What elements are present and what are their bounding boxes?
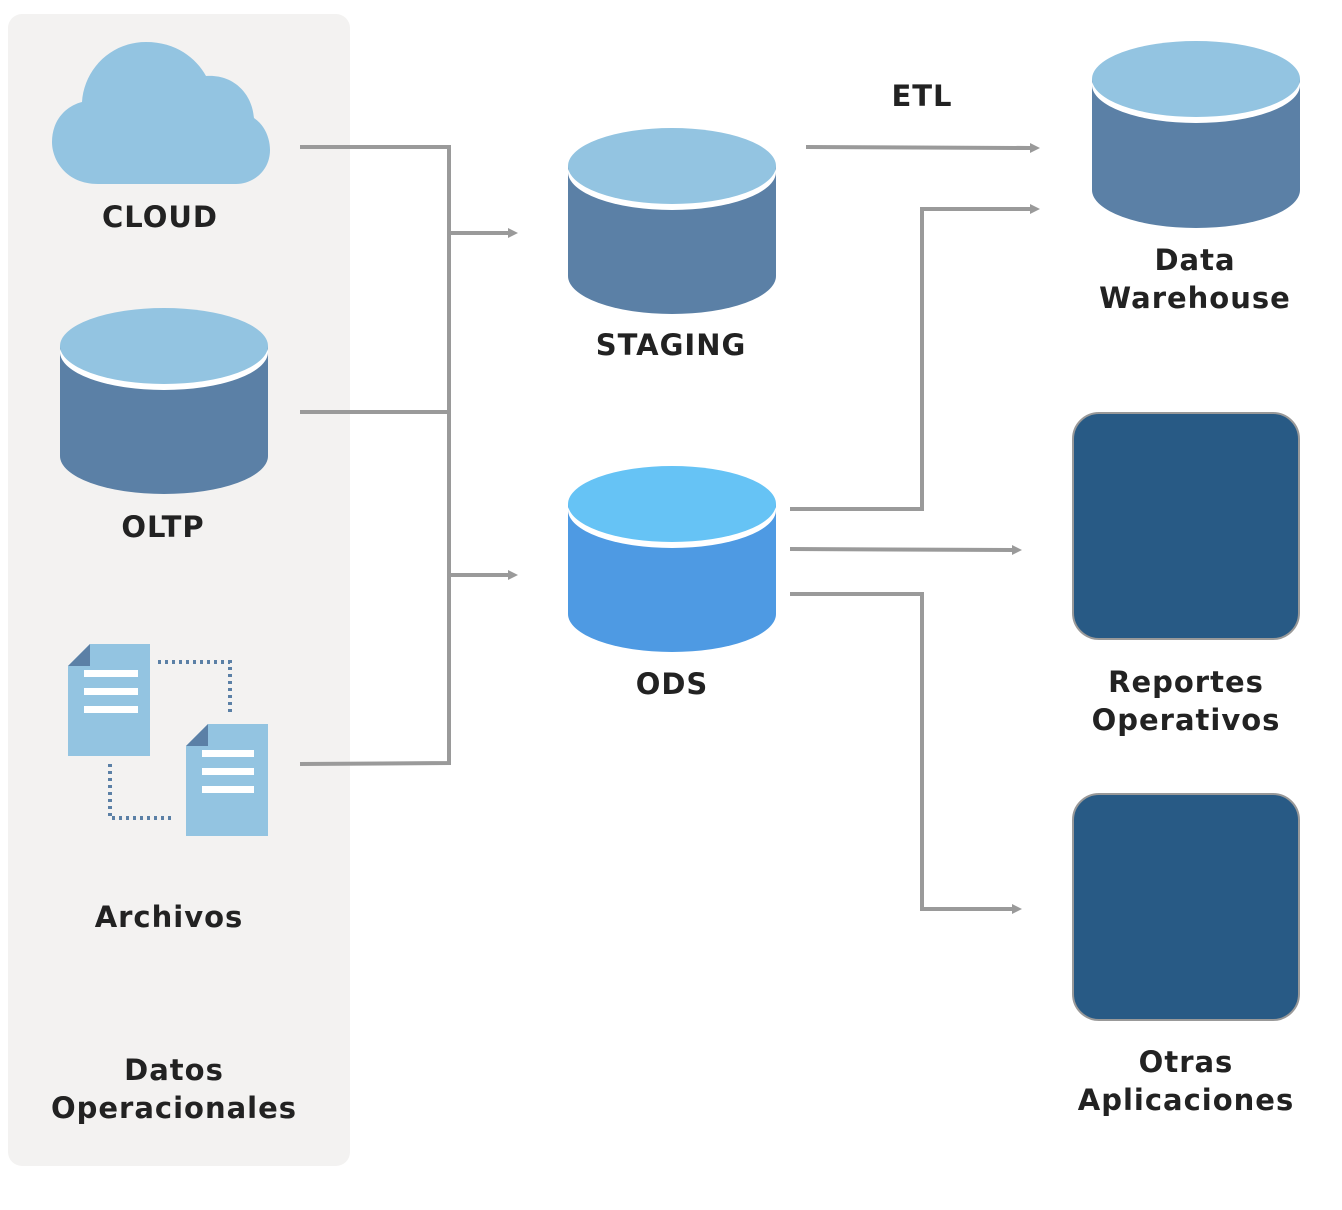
ods-to-otras-arrow [790, 592, 1022, 914]
cloud-connector [299, 145, 451, 766]
ods-connectors [789, 204, 1040, 914]
reportes-label-line2: Operativos [1092, 703, 1281, 737]
operational-data-panel [8, 14, 350, 1166]
staging-label: STAGING [596, 328, 747, 362]
oltp-label: OLTP [121, 510, 204, 544]
reportes-operativos-box [1072, 412, 1300, 640]
otras-aplicaciones-box [1072, 793, 1300, 1021]
ods-to-dw-arrow [790, 204, 1040, 511]
dw-label-line2: Warehouse [1099, 281, 1291, 315]
ods-database-icon [568, 466, 776, 652]
panel-title-line2: Operacionales [51, 1091, 297, 1125]
otras-label-line2: Aplicaciones [1078, 1083, 1294, 1117]
source-connectors [299, 145, 518, 766]
otras-label-line1: Otras [1139, 1045, 1234, 1079]
oltp-database-icon [60, 308, 268, 494]
cloud-label: CLOUD [102, 200, 218, 234]
dw-label-line1: Data [1154, 243, 1235, 277]
etl-arrow [805, 143, 1040, 153]
ods-to-reportes-arrow [789, 545, 1022, 555]
etl-label: ETL [891, 79, 952, 113]
document-icon [68, 644, 150, 756]
data-warehouse-icon [1092, 41, 1300, 228]
staging-database-icon [568, 128, 776, 314]
panel-title-line1: Datos [124, 1053, 224, 1087]
reportes-label-line1: Reportes [1108, 665, 1264, 699]
document-icon [186, 724, 268, 836]
archivos-label: Archivos [95, 900, 244, 934]
ods-label: ODS [636, 667, 709, 701]
files-icon [68, 644, 268, 836]
cloud-icon [52, 42, 270, 184]
